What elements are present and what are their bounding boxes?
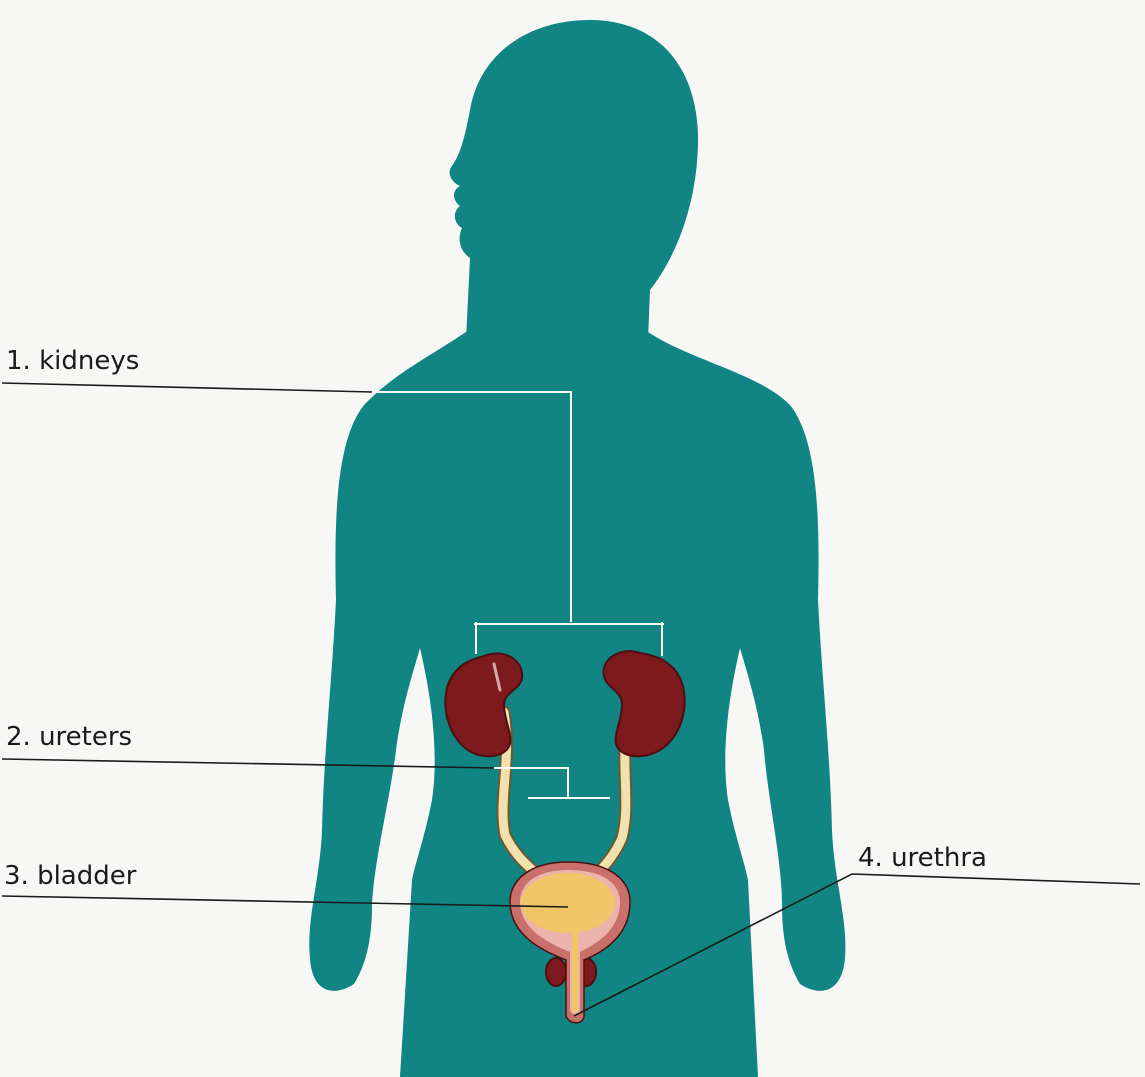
prostate-left [546,958,566,986]
bladder-inside [521,873,615,933]
label-urethra: 4. urethra [858,843,987,873]
urethra-tube [572,930,578,1012]
kidneys-leader-line-dark [2,383,372,392]
label-ureters: 2. ureters [6,722,132,752]
label-kidneys: 1. kidneys [6,346,139,376]
label-bladder: 3. bladder [4,861,137,891]
ureters-leader-line-dark [2,759,494,768]
head-silhouette [450,20,698,340]
